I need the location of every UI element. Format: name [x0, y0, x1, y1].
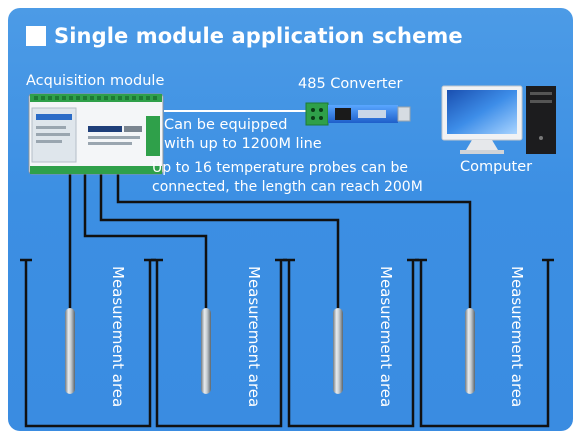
line-note-2: with up to 1200M line — [164, 136, 322, 152]
title-row: Single module application scheme — [26, 24, 463, 48]
probe-cable-3 — [99, 171, 340, 310]
probe-note-1: Up to 16 temperature probes can be — [152, 160, 409, 176]
converter-device — [305, 102, 411, 126]
computer-device — [441, 85, 556, 154]
probe-cable-4 — [116, 171, 472, 310]
converter-label: 485 Converter — [298, 76, 403, 92]
acquisition-module-device — [28, 93, 164, 175]
probe-cable-2 — [83, 171, 208, 310]
probe-1 — [65, 308, 75, 394]
probe-4 — [465, 308, 475, 394]
measurement-area-2-outline — [155, 260, 283, 428]
line-note-1: Can be equipped — [164, 117, 288, 133]
measurement-area-1-outline — [24, 260, 152, 428]
diagram-graphics — [20, 85, 556, 428]
acquisition-module-label: Acquisition module — [26, 73, 165, 89]
measurement-area-3-label: Measurement area — [377, 266, 395, 408]
measurement-area-4-outline — [419, 260, 550, 428]
probe-2 — [201, 308, 211, 394]
measurement-area-4-label: Measurement area — [508, 266, 526, 408]
diagram-panel: Single module application scheme — [8, 8, 573, 431]
diagram-title: Single module application scheme — [54, 24, 463, 48]
measurement-area-2-label: Measurement area — [245, 266, 263, 408]
probe-3 — [333, 308, 343, 394]
probe-note-2: connected, the length can reach 200M — [152, 179, 423, 195]
computer-label: Computer — [460, 159, 533, 175]
measurement-area-3-outline — [287, 260, 415, 428]
measurement-area-1-label: Measurement area — [109, 266, 127, 408]
title-bullet — [26, 26, 46, 46]
